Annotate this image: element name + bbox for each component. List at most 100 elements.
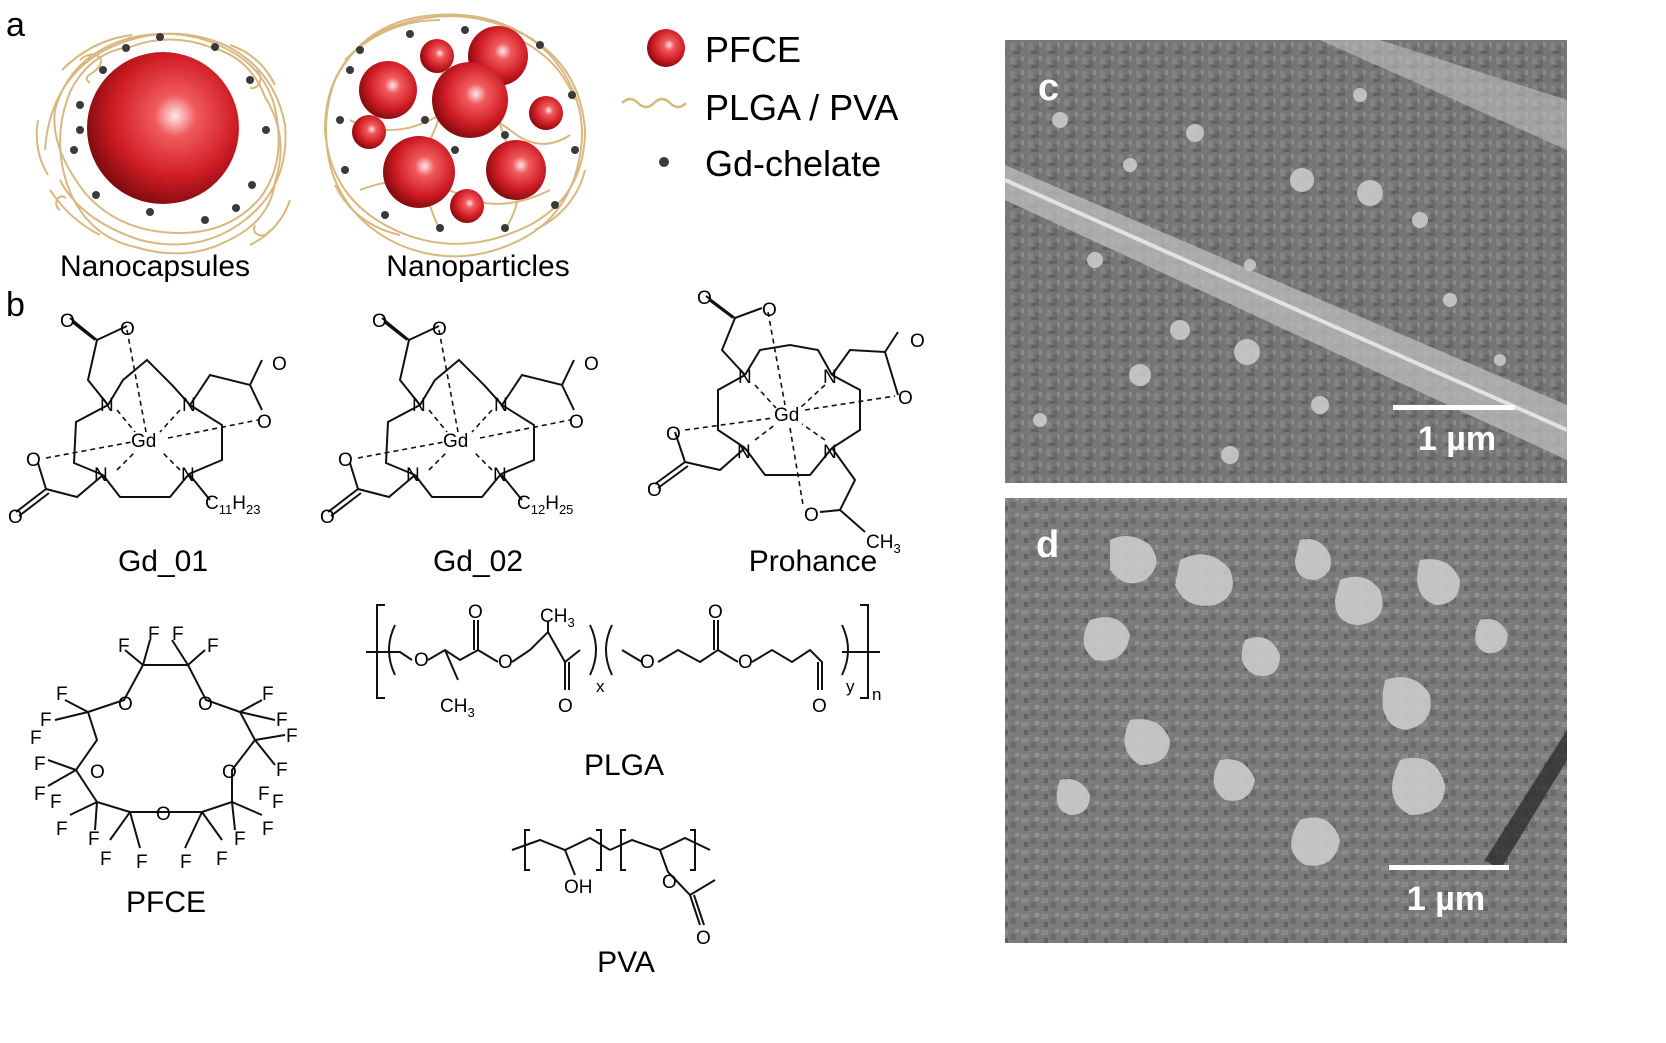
svg-text:F: F xyxy=(262,819,274,840)
svg-text:O: O xyxy=(272,354,287,375)
scale-bar-c xyxy=(1393,405,1515,410)
panel-b: b xyxy=(6,286,925,979)
svg-text:N: N xyxy=(182,395,196,416)
svg-text:F: F xyxy=(276,760,288,781)
panel-letter-a: a xyxy=(6,6,25,44)
nanoparticle-illustration xyxy=(324,13,587,258)
svg-text:N: N xyxy=(100,395,114,416)
svg-text:F: F xyxy=(207,636,219,657)
svg-text:O: O xyxy=(26,450,41,471)
legend-label-gd-chelate: Gd-chelate xyxy=(705,143,881,184)
svg-text:F: F xyxy=(172,624,184,645)
svg-text:N: N xyxy=(493,465,507,486)
legend-label-plga-pva: PLGA / PVA xyxy=(705,87,898,128)
svg-text:CH3: CH3 xyxy=(866,532,901,556)
svg-text:F: F xyxy=(272,792,284,813)
chelate-dot-icon xyxy=(659,157,669,167)
structure-plga: O O O CH3 CH3 O O O O O x y n PLGA xyxy=(366,602,881,782)
svg-text:F: F xyxy=(234,829,246,850)
svg-text:O: O xyxy=(198,694,213,715)
pfce-sphere-icon xyxy=(647,29,685,67)
svg-text:O: O xyxy=(257,412,272,433)
panel-a: a Nanocapsules xyxy=(6,6,898,283)
svg-text:O: O xyxy=(738,652,753,673)
svg-text:F: F xyxy=(258,784,270,805)
svg-text:O: O xyxy=(898,388,913,409)
svg-text:O: O xyxy=(696,928,711,949)
svg-text:O: O xyxy=(432,319,447,340)
svg-text:F: F xyxy=(34,784,46,805)
svg-text:F: F xyxy=(88,829,100,850)
svg-text:F: F xyxy=(262,684,274,705)
polymer-line-icon xyxy=(621,97,687,109)
svg-text:O: O xyxy=(414,650,429,671)
label-pva: PVA xyxy=(597,946,655,979)
svg-text:CH3: CH3 xyxy=(540,606,575,630)
svg-text:O: O xyxy=(812,696,827,717)
svg-text:F: F xyxy=(118,636,130,657)
svg-text:C12H25: C12H25 xyxy=(517,493,573,517)
svg-text:O: O xyxy=(584,354,599,375)
svg-text:O: O xyxy=(762,300,777,321)
svg-text:Gd: Gd xyxy=(131,431,156,452)
svg-text:x: x xyxy=(596,677,605,696)
svg-text:O: O xyxy=(156,804,171,825)
svg-text:O: O xyxy=(647,480,662,501)
svg-text:O: O xyxy=(468,602,483,623)
label-prohance: Prohance xyxy=(749,545,877,578)
panel-letter-c: c xyxy=(1038,67,1059,109)
svg-text:y: y xyxy=(846,677,855,696)
svg-text:O: O xyxy=(498,652,513,673)
nanocapsule-illustration xyxy=(35,32,291,255)
svg-text:O: O xyxy=(60,311,75,332)
svg-text:F: F xyxy=(34,754,46,775)
svg-text:O: O xyxy=(90,762,105,783)
svg-text:F: F xyxy=(136,852,148,873)
panel-letter-d: d xyxy=(1036,524,1059,566)
svg-text:O: O xyxy=(910,331,925,352)
label-gd02: Gd_02 xyxy=(433,545,523,578)
svg-text:N: N xyxy=(94,465,108,486)
svg-text:N: N xyxy=(406,465,420,486)
svg-text:n: n xyxy=(872,685,881,704)
svg-text:O: O xyxy=(666,424,681,445)
svg-text:O: O xyxy=(320,507,335,528)
svg-text:CH3: CH3 xyxy=(440,696,475,720)
scale-bar-d xyxy=(1389,865,1509,870)
svg-text:O: O xyxy=(569,412,584,433)
svg-text:F: F xyxy=(40,710,52,731)
svg-text:O: O xyxy=(118,694,133,715)
svg-text:F: F xyxy=(56,819,68,840)
label-gd01: Gd_01 xyxy=(118,545,208,578)
svg-text:C11H23: C11H23 xyxy=(205,493,260,517)
svg-text:F: F xyxy=(30,728,42,749)
svg-text:O: O xyxy=(804,505,819,526)
legend-label-pfce: PFCE xyxy=(705,29,801,70)
svg-text:N: N xyxy=(823,442,837,463)
svg-text:O: O xyxy=(662,872,677,893)
scale-label-d: 1 µm xyxy=(1407,880,1485,918)
svg-text:Gd: Gd xyxy=(443,431,468,452)
svg-text:Gd: Gd xyxy=(774,405,799,426)
svg-text:F: F xyxy=(50,792,62,813)
svg-text:O: O xyxy=(708,602,723,623)
svg-text:OH: OH xyxy=(564,877,593,898)
legend: PFCE PLGA / PVA Gd-chelate xyxy=(621,29,898,184)
svg-text:F: F xyxy=(148,624,160,645)
svg-text:O: O xyxy=(640,652,655,673)
svg-text:O: O xyxy=(697,288,712,309)
label-plga: PLGA xyxy=(584,749,664,782)
svg-text:F: F xyxy=(286,726,298,747)
svg-text:O: O xyxy=(222,762,237,783)
svg-text:N: N xyxy=(738,367,752,388)
svg-text:O: O xyxy=(338,450,353,471)
panel-d-sem-image: d 1 µm xyxy=(1005,498,1567,943)
svg-text:O: O xyxy=(8,507,23,528)
svg-text:N: N xyxy=(412,395,426,416)
svg-text:O: O xyxy=(372,311,387,332)
svg-text:N: N xyxy=(737,442,751,463)
